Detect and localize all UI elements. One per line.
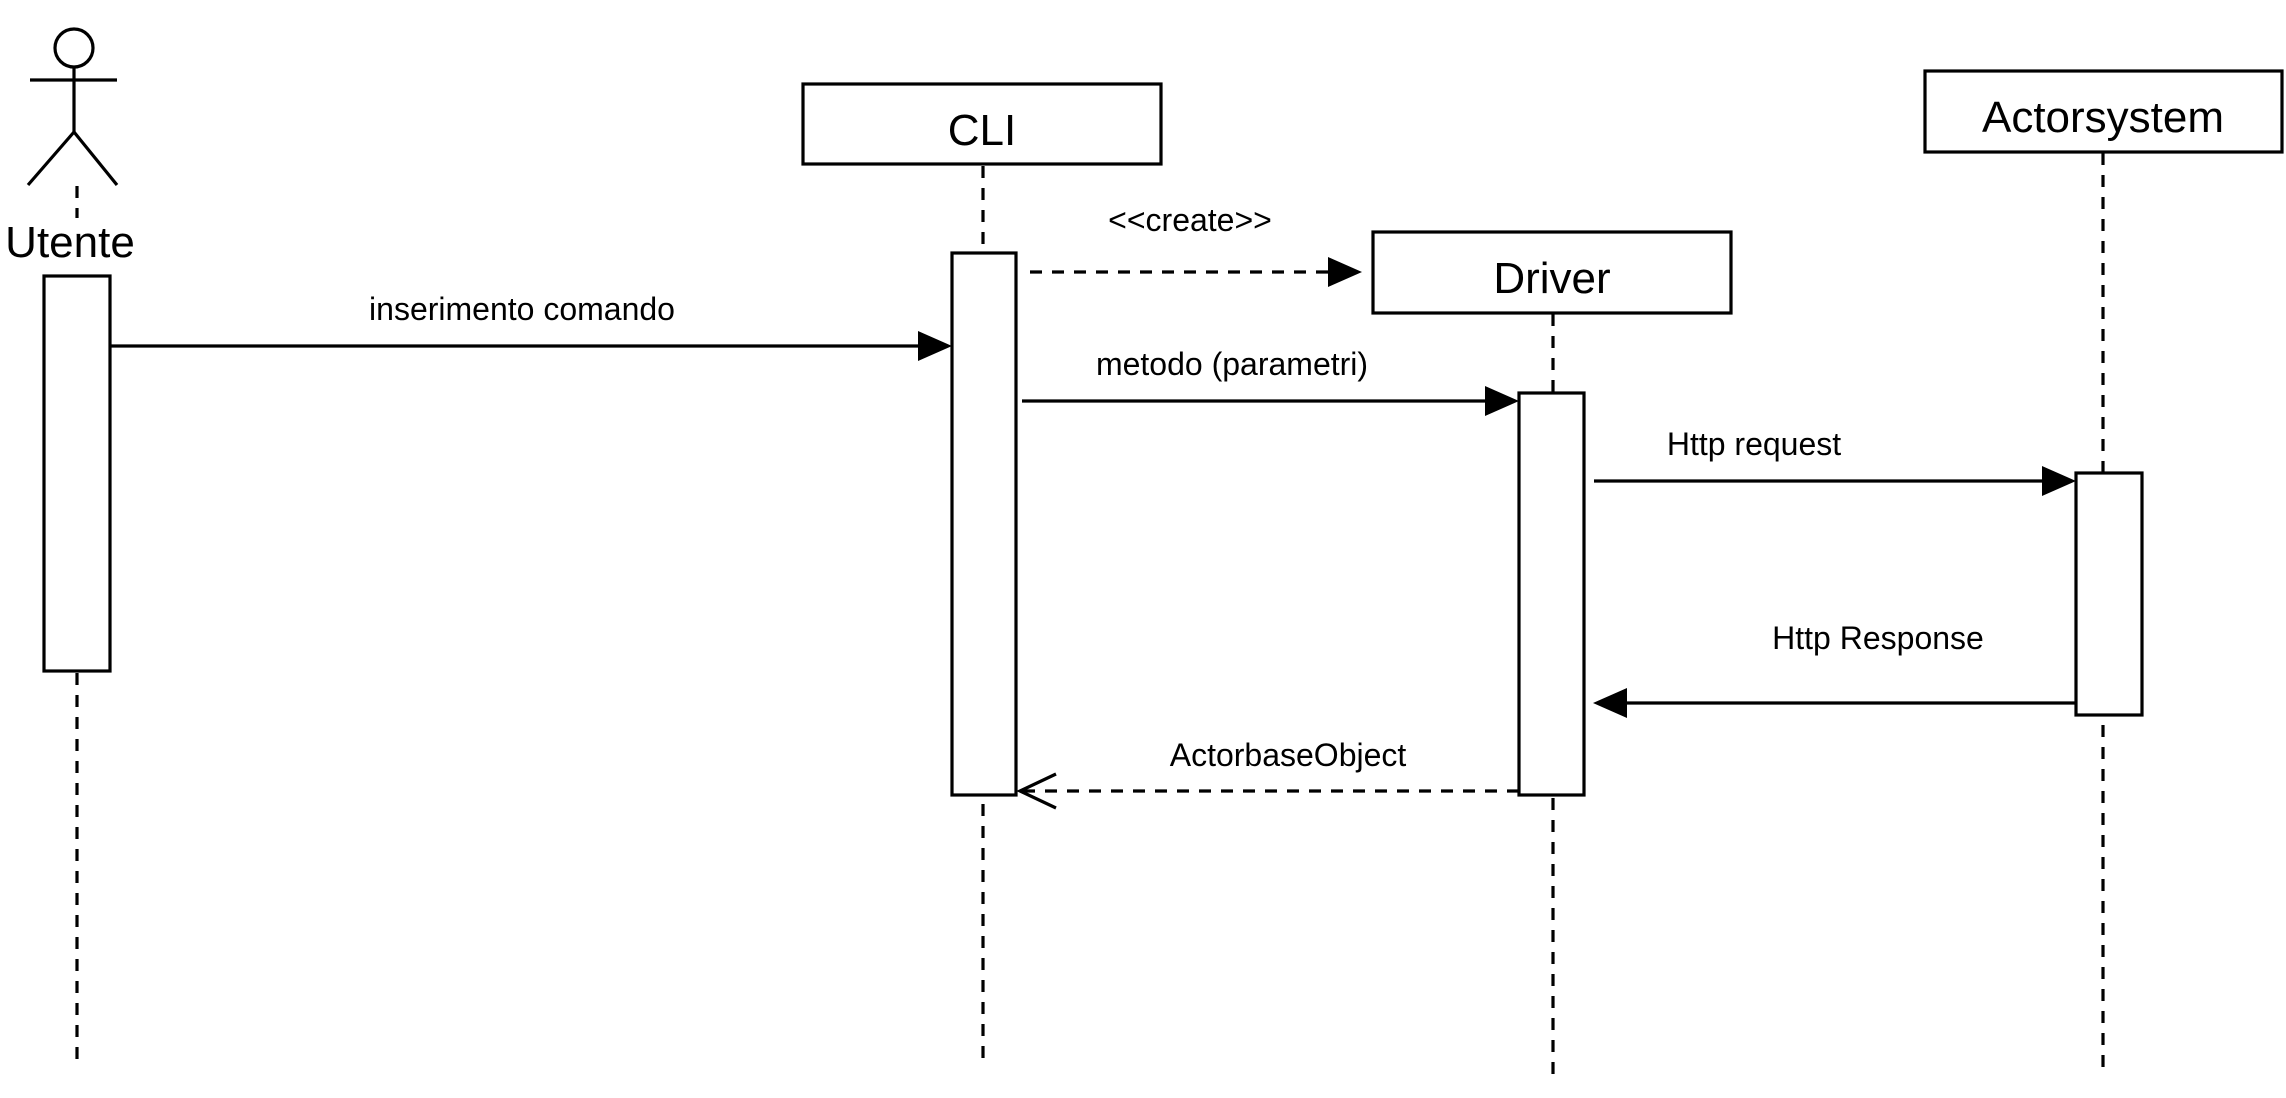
http-response-message-arrow [1593, 688, 2076, 718]
actorsystem-activation [2074, 471, 2144, 717]
utente-label: Utente [5, 218, 135, 267]
return-message-arrow [1016, 772, 1519, 810]
metodo-message-label: metodo (parametri) [1096, 346, 1368, 382]
driver-box [1371, 230, 1733, 315]
return-message-label: ActorbaseObject [1170, 737, 1407, 773]
metodo-message-arrow [1022, 386, 1519, 416]
driver-label: Driver [1493, 254, 1610, 303]
cli-activation [950, 251, 1018, 797]
create-message-label: <<create>> [1108, 202, 1272, 238]
utente-activation [42, 274, 112, 673]
http-request-message-label: Http request [1667, 426, 1841, 462]
inserimento-message-label: inserimento comando [369, 291, 675, 327]
driver-activation [1517, 391, 1586, 797]
cli-box [801, 82, 1163, 166]
inserimento-message-arrow [110, 331, 952, 361]
actorsystem-box [1923, 69, 2284, 154]
http-response-message-label: Http Response [1772, 620, 1984, 656]
http-request-message-arrow [1594, 466, 2076, 496]
actorsystem-label: Actorsystem [1982, 93, 2224, 142]
create-message-arrow [1030, 257, 1362, 287]
actor-figure-icon [26, 27, 119, 187]
cli-label: CLI [948, 106, 1016, 155]
